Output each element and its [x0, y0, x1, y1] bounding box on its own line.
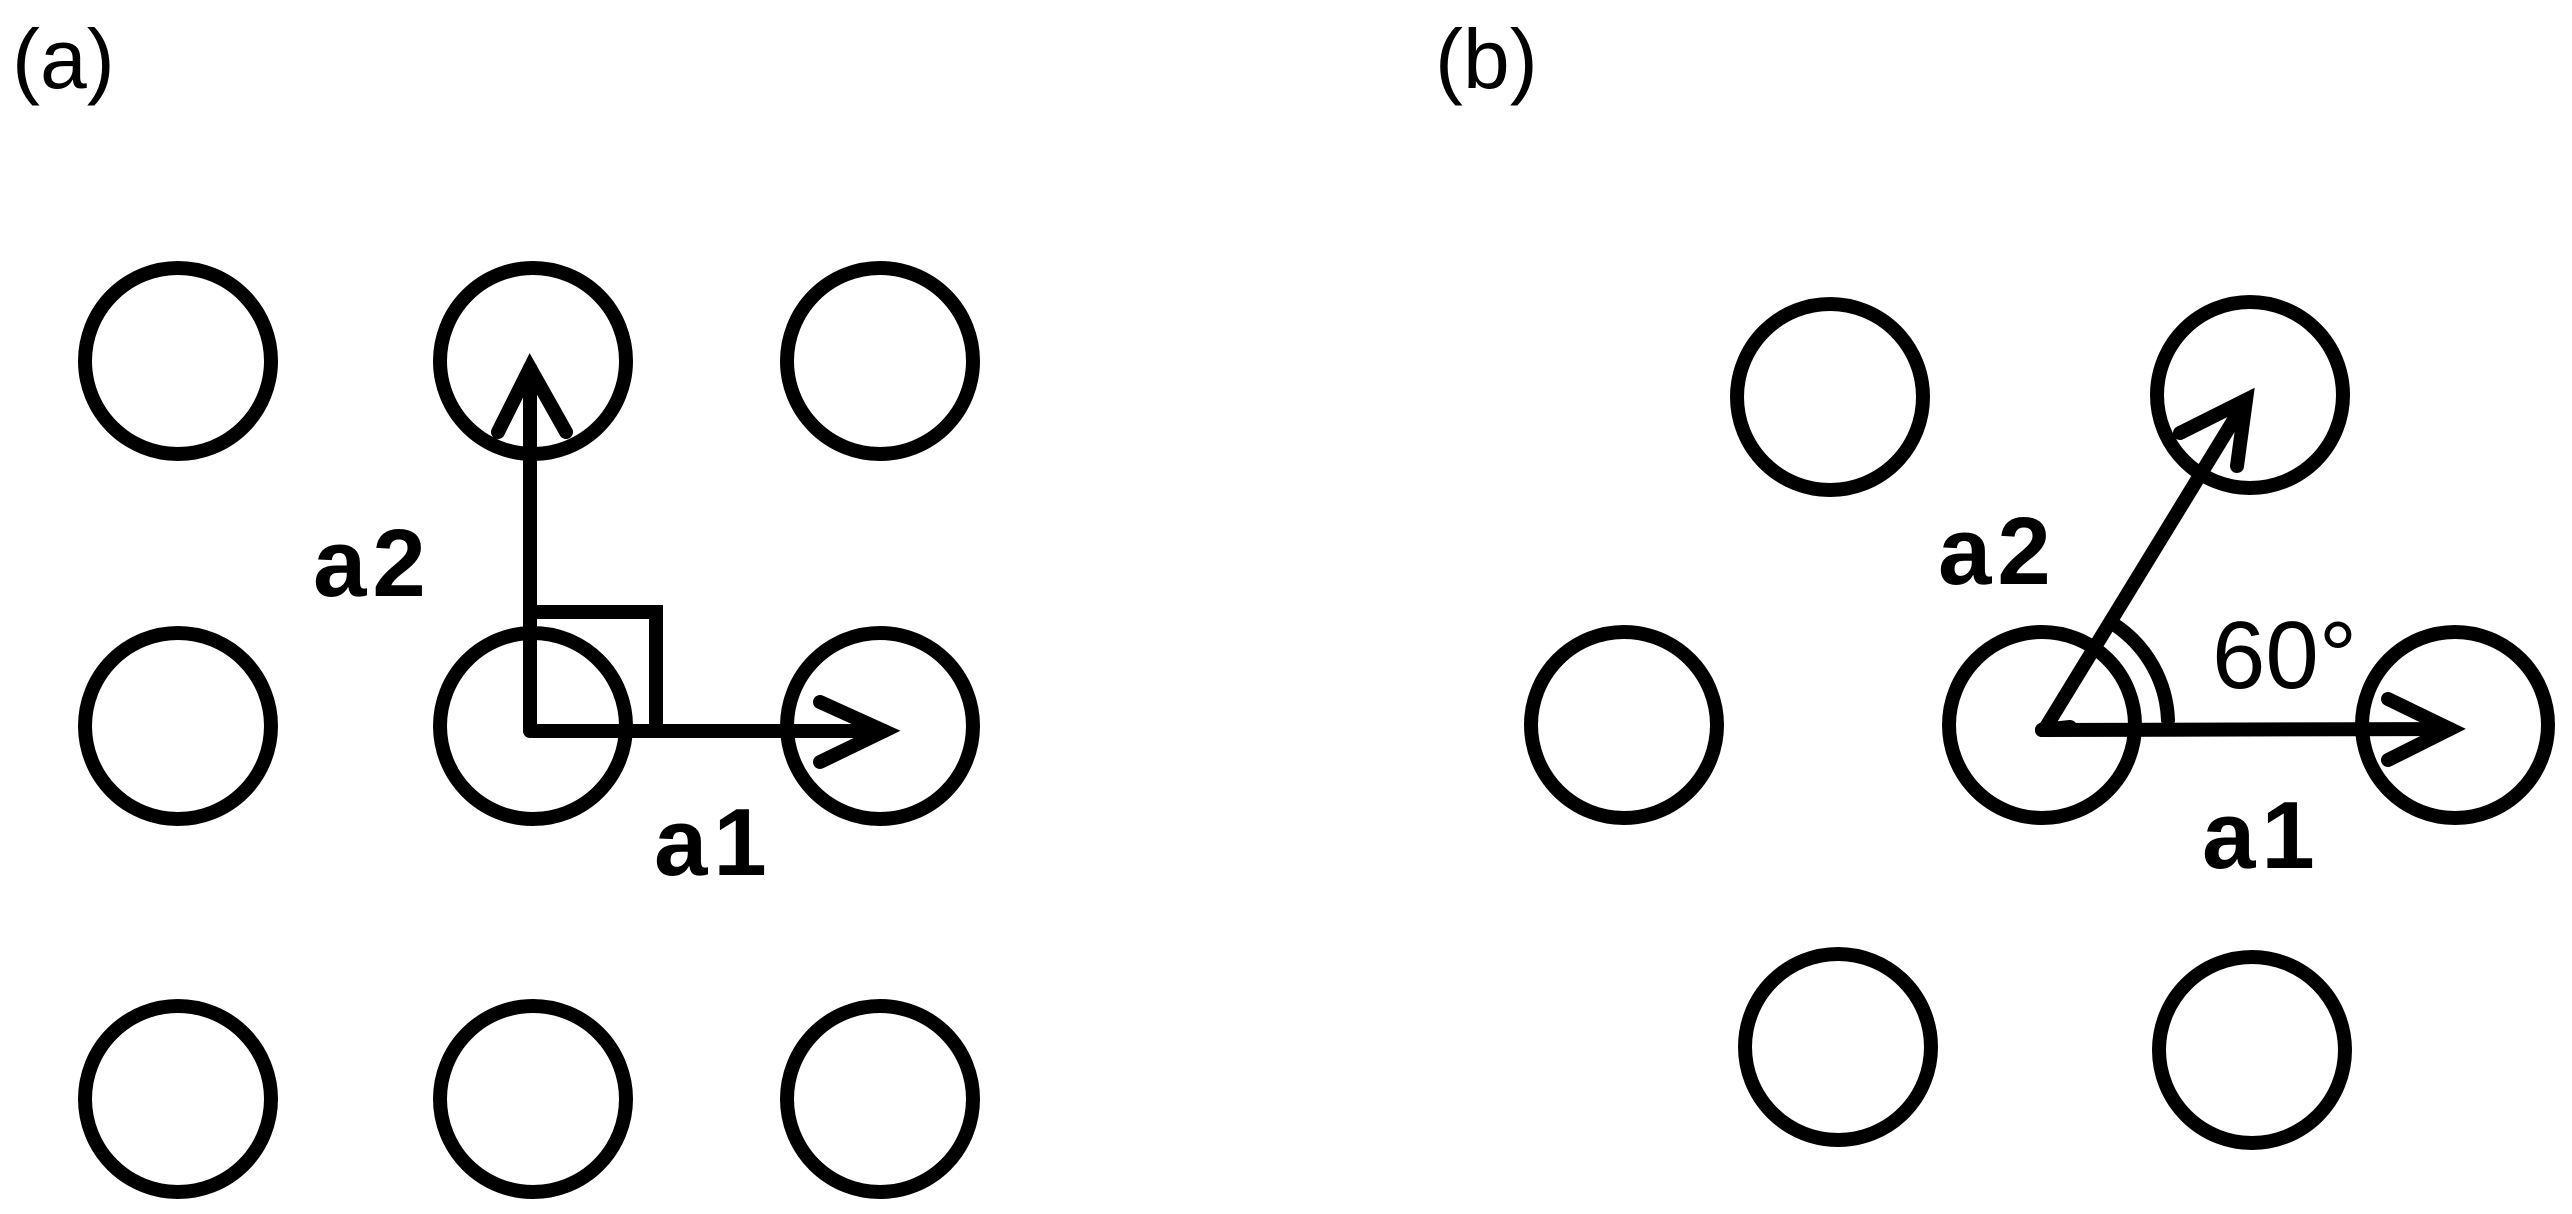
vector-a1-arrowhead — [813, 695, 901, 769]
lattice-site — [780, 999, 980, 1199]
vector-a2-arrowhead — [2173, 387, 2255, 473]
lattice-site — [78, 626, 278, 826]
panel-a-label: (a) — [12, 12, 115, 106]
lattice-site — [433, 999, 633, 1199]
panel-b-label: (b) — [1435, 12, 1538, 106]
vector-a2-arrowhead — [491, 353, 573, 439]
lattice-site — [78, 999, 278, 1199]
lattice-site — [1524, 625, 1724, 825]
angle-arc — [2108, 618, 2175, 727]
vector-a1-arrowhead — [2381, 692, 2466, 767]
lattice-site — [1730, 297, 1930, 497]
vector-a1-label: a1 — [654, 789, 773, 896]
vector-a1-shaft — [2035, 722, 2457, 737]
panel-b-hexagonal-lattice — [1524, 295, 2555, 1150]
lattice-site — [2152, 950, 2352, 1150]
right-angle-marker — [526, 605, 663, 733]
vector-a2-label: a2 — [1938, 498, 2057, 605]
lattice-site — [780, 261, 980, 461]
vector-a2-label: a2 — [313, 510, 432, 617]
angle-label: 60° — [2212, 602, 2357, 709]
vector-a1-label: a1 — [2202, 782, 2321, 889]
vector-a2-base-stub — [2035, 720, 2077, 737]
lattice-site — [1738, 947, 1938, 1147]
panel-a-square-lattice — [78, 261, 980, 1199]
lattice-site — [78, 261, 278, 461]
lattice-site — [2150, 295, 2350, 495]
